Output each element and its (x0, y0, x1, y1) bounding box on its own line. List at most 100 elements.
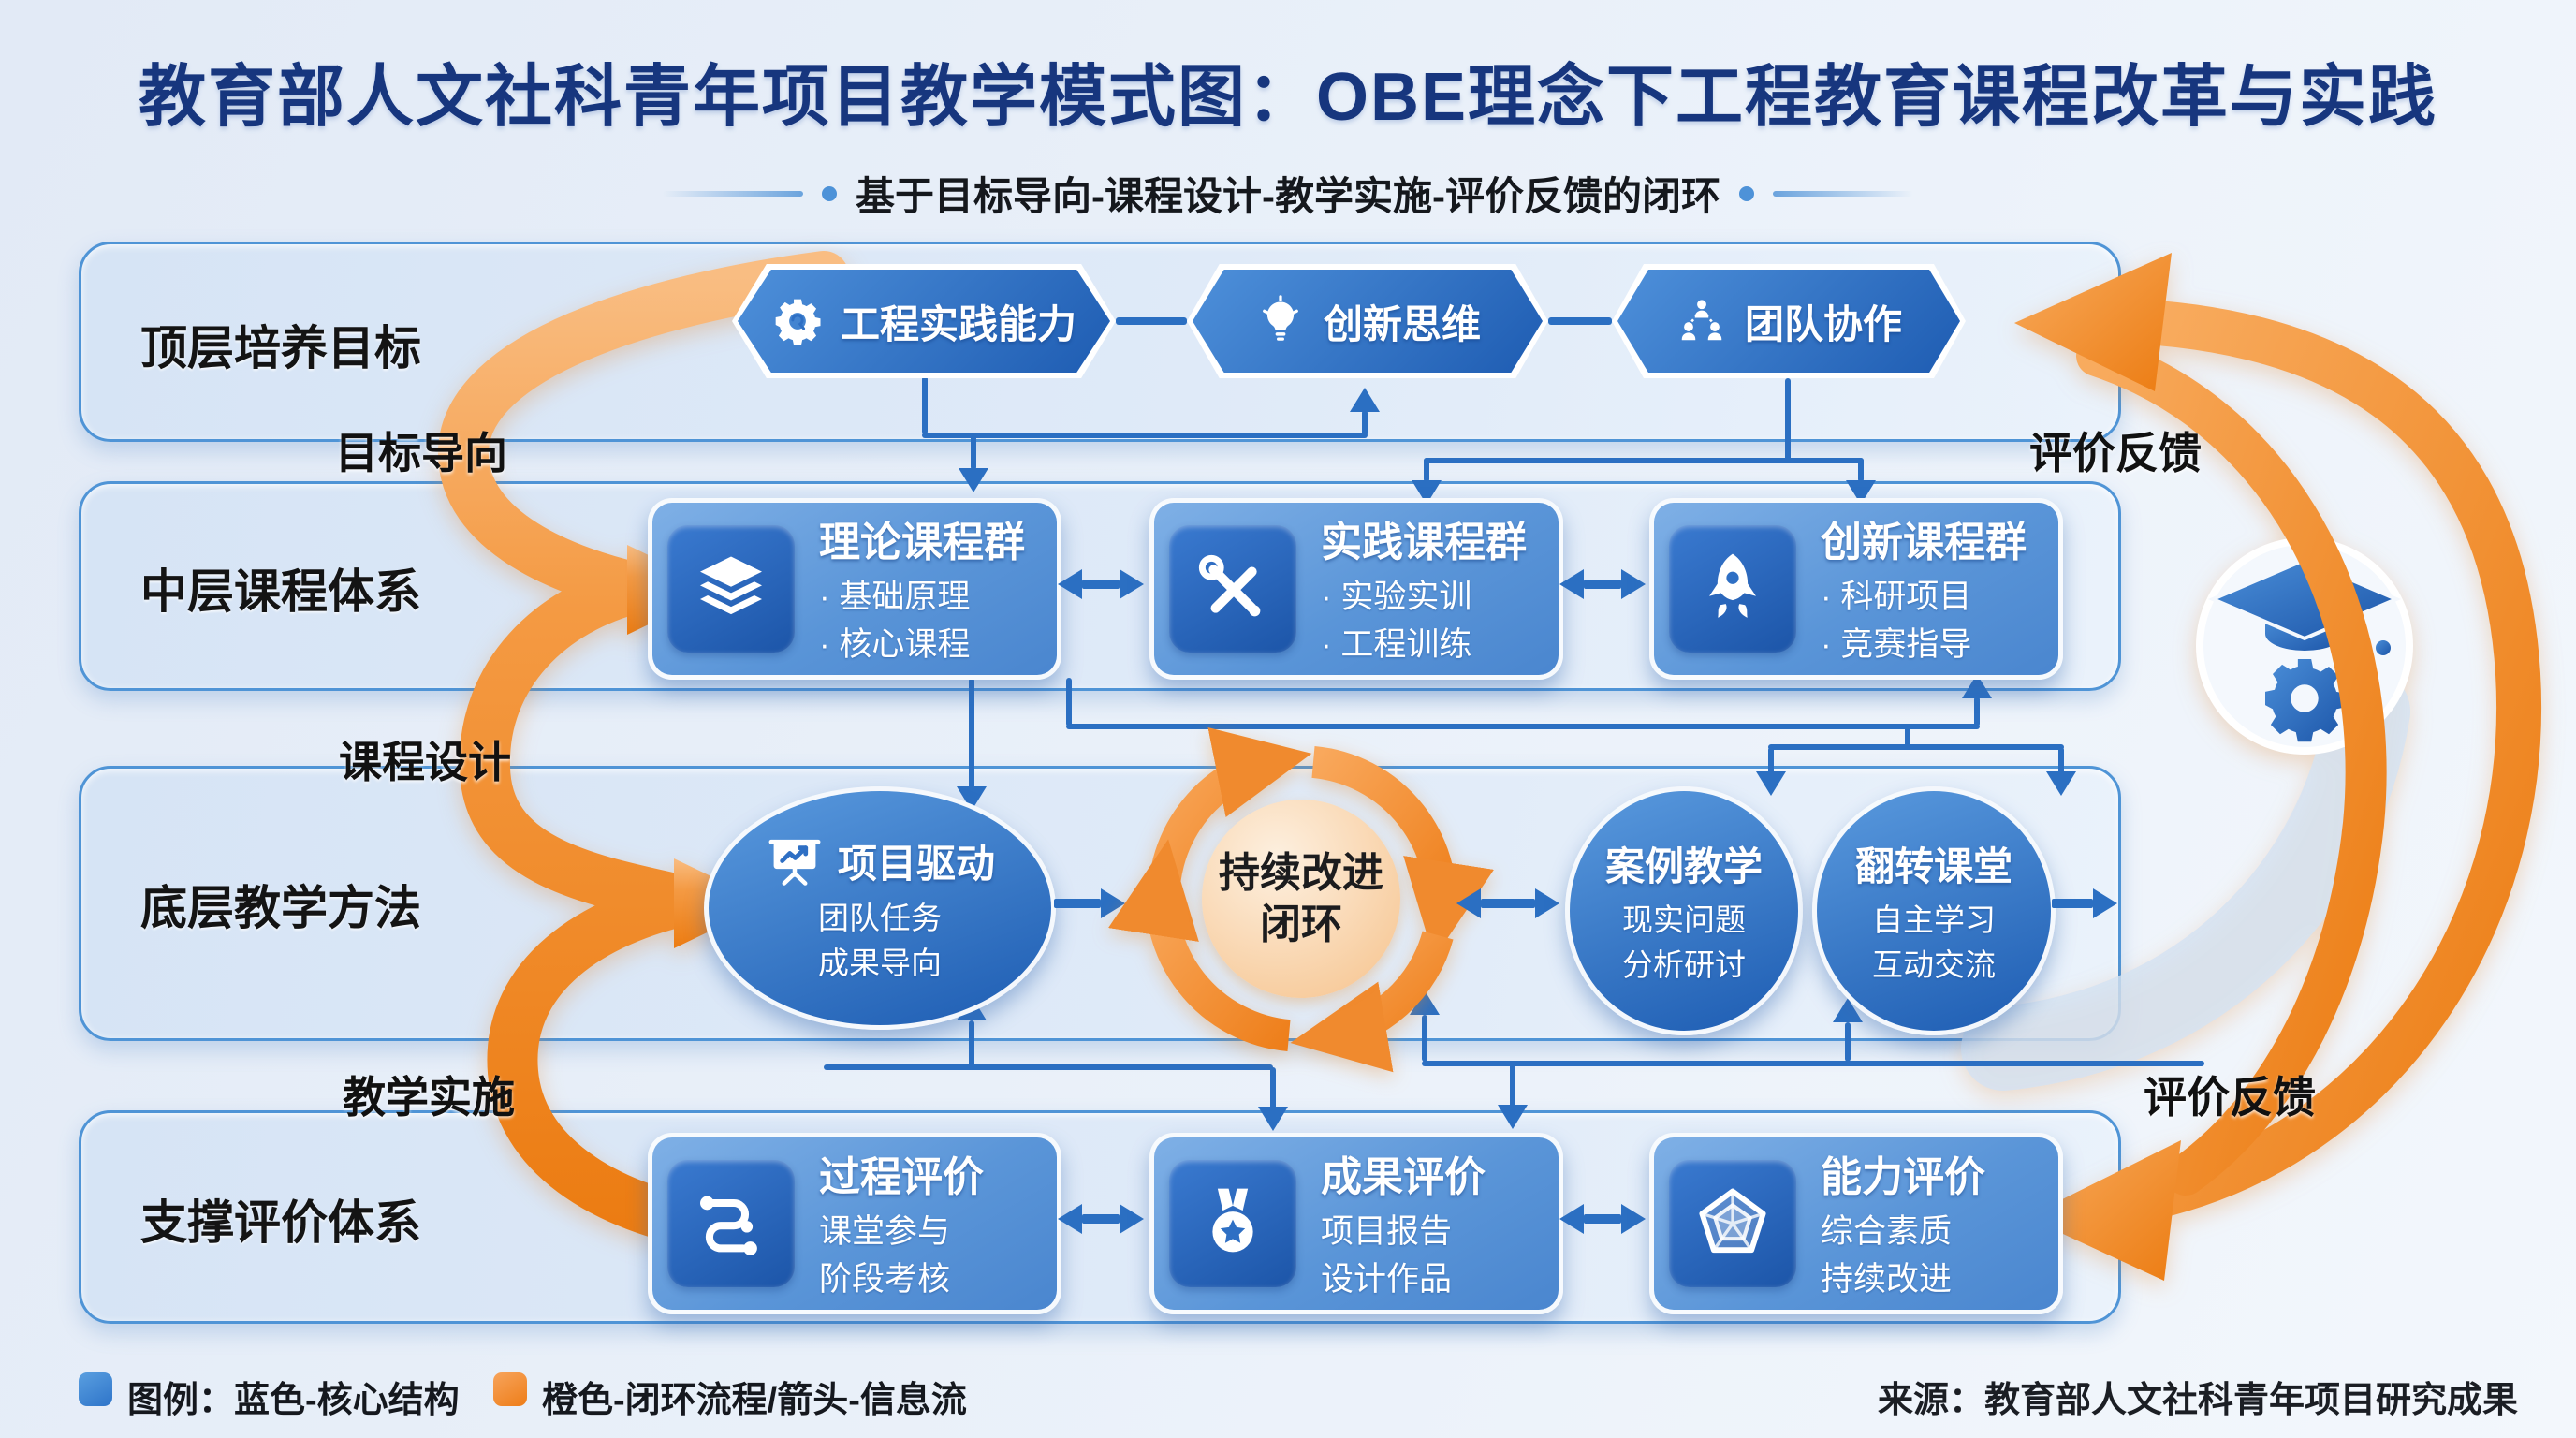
arrow-outcome-ability (1559, 1204, 1646, 1234)
source-note: 来源：教育部人文社科青年项目研究成果 (1877, 1381, 2518, 1420)
connector-theory-to-project (969, 678, 974, 790)
connector-to-innovation-course (1858, 458, 1864, 482)
arrowhead-to-outcome-left (1258, 1107, 1288, 1131)
subtitle-left-dot (822, 185, 838, 201)
eval-item: 持续改进 (1821, 1261, 1953, 1298)
connector-midbus2 (1768, 744, 2064, 750)
goal-label-innovation: 创新思维 (1323, 301, 1481, 346)
eval-item: 课堂参与 (819, 1213, 951, 1251)
method-line: 成果导向 (818, 946, 942, 980)
arrow-loop-case (1456, 888, 1559, 918)
course-item: · 竞赛指导 (1821, 626, 1972, 663)
connector-lowbus1 (824, 1064, 1273, 1070)
books-icon (700, 556, 762, 615)
course-title-innovation: 创新课程群 (1821, 520, 2027, 566)
course-card-innovation: 创新课程群 · 科研项目 · 竞赛指导 (1649, 498, 2063, 680)
method-line: 自主学习 (1872, 902, 1996, 937)
method-line: 分析研讨 (1622, 946, 1746, 982)
hex-connector-2 (1548, 317, 1612, 325)
method-title-flipped: 翻转课堂 (1854, 844, 2012, 888)
course-title-practice: 实践课程群 (1321, 520, 1527, 566)
layer-label-methods: 底层教学方法 (140, 882, 421, 934)
eval-card-ability: 能力评价 综合素质 持续改进 (1649, 1133, 2063, 1314)
flow-label-implement: 教学实施 (343, 1073, 515, 1122)
process-icon-tile (667, 1160, 795, 1287)
tools-icon (1198, 554, 1261, 617)
continuous-loop-core: 持续改进 闭环 (1202, 800, 1400, 998)
subtitle-right-line (1772, 190, 1913, 197)
eval-item: 综合素质 (1821, 1213, 1953, 1251)
method-line: 团队任务 (818, 901, 942, 936)
course-title-theory: 理论课程群 (819, 520, 1025, 566)
page-title: 教育部人文社科青年项目教学模式图：OBE理念下工程教育课程改革与实践 (138, 60, 2438, 135)
connector-up-innovation-mind (1362, 410, 1368, 436)
goal-hex-innovation: 创新思维 (1187, 264, 1548, 378)
connector-to-outcome-left (1270, 1067, 1276, 1110)
subtitle-left-line (663, 190, 804, 197)
eval-title-ability: 能力评价 (1821, 1154, 1985, 1201)
feedback-loop-arcs (1961, 253, 2541, 1281)
course-item: · 科研项目 (1821, 579, 1972, 616)
connector-up-flipped (1845, 1022, 1851, 1062)
goal-label-engineering: 工程实践能力 (840, 301, 1076, 346)
arrowhead-up-innovation-mind (1350, 388, 1380, 412)
method-node-flipped: 翻转课堂 自主学习 互动交流 (1812, 786, 2056, 1035)
presentation-icon (768, 840, 821, 886)
radar-icon (1699, 1188, 1766, 1254)
course-item: · 基础原理 (819, 579, 971, 616)
course-card-theory: 理论课程群 · 基础原理 · 核心课程 (648, 498, 1061, 680)
goal-hex-teamwork: 团队协作 (1612, 264, 1966, 378)
subtitle: 基于目标导向-课程设计-教学实施-评价反馈的闭环 (856, 174, 1720, 218)
connector-theory-elbow (1066, 678, 1072, 726)
flow-label-design: 课程设计 (339, 738, 511, 786)
course-item: · 核心课程 (819, 626, 971, 663)
connector-to-outcome-mid (1510, 1064, 1515, 1108)
legend-orange-label: 橙色-闭环流程/箭头-信息流 (542, 1381, 967, 1420)
legend-orange-swatch (493, 1372, 527, 1406)
connector-bus1 (922, 433, 1368, 438)
subtitle-right-dot (1738, 185, 1754, 201)
rocket-icon (1709, 553, 1756, 618)
legend-blue-swatch (79, 1372, 112, 1406)
course-item: · 工程训练 (1321, 626, 1472, 663)
arrow-flipped-out (2052, 888, 2117, 918)
eval-title-outcome: 成果评价 (1321, 1154, 1486, 1201)
theory-icon-tile (667, 525, 795, 653)
method-title-case: 案例教学 (1604, 844, 1763, 888)
method-node-project: 项目驱动 团队任务 成果导向 (704, 786, 1056, 1030)
connector-midbranch (1905, 726, 1910, 747)
connector-to-flipped (2058, 747, 2064, 775)
connector-goal3-down (1785, 378, 1791, 461)
layer-label-courses: 中层课程体系 (140, 565, 421, 618)
connector-bus2 (1424, 458, 1864, 463)
goal-label-teamwork: 团队协作 (1744, 301, 1902, 346)
connector-up-project (969, 1020, 974, 1067)
arrowhead-to-flipped (2046, 771, 2076, 796)
continuous-loop-arrows (1108, 727, 1494, 1073)
ability-icon-tile (1669, 1160, 1796, 1287)
course-card-practice: 实践课程群 · 实验实训 · 工程训练 (1149, 498, 1563, 680)
arrowhead-to-outcome-mid (1498, 1105, 1528, 1129)
connector-to-theory (971, 433, 976, 470)
eval-title-process: 过程评价 (819, 1154, 984, 1201)
eval-card-process: 过程评价 课堂参与 阶段考核 (648, 1133, 1061, 1314)
flow-label-feedback-bottom: 评价反馈 (2144, 1073, 2316, 1122)
outcome-icon-tile (1169, 1160, 1296, 1287)
arrowhead-to-case (1756, 771, 1786, 796)
connector-goal1-down (922, 376, 928, 434)
connector-up-innovation-bottom (1974, 697, 1980, 726)
hex-connector-1 (1116, 317, 1187, 325)
route-icon (700, 1196, 757, 1255)
connector-to-case (1768, 747, 1774, 775)
arrow-practice-innovation (1559, 569, 1646, 599)
layer-label-evaluation: 支撑评价体系 (140, 1196, 421, 1249)
connector-to-practice (1424, 458, 1429, 482)
method-line: 互动交流 (1872, 946, 1996, 982)
arrowhead-to-theory (959, 468, 988, 492)
medal-icon (1212, 1188, 1253, 1253)
practice-icon-tile (1169, 525, 1296, 653)
eval-item: 阶段考核 (819, 1261, 951, 1298)
goal-hex-engineering: 工程实践能力 (732, 264, 1116, 378)
connector-up-loop (1422, 1015, 1427, 1062)
eval-item: 设计作品 (1321, 1261, 1453, 1298)
